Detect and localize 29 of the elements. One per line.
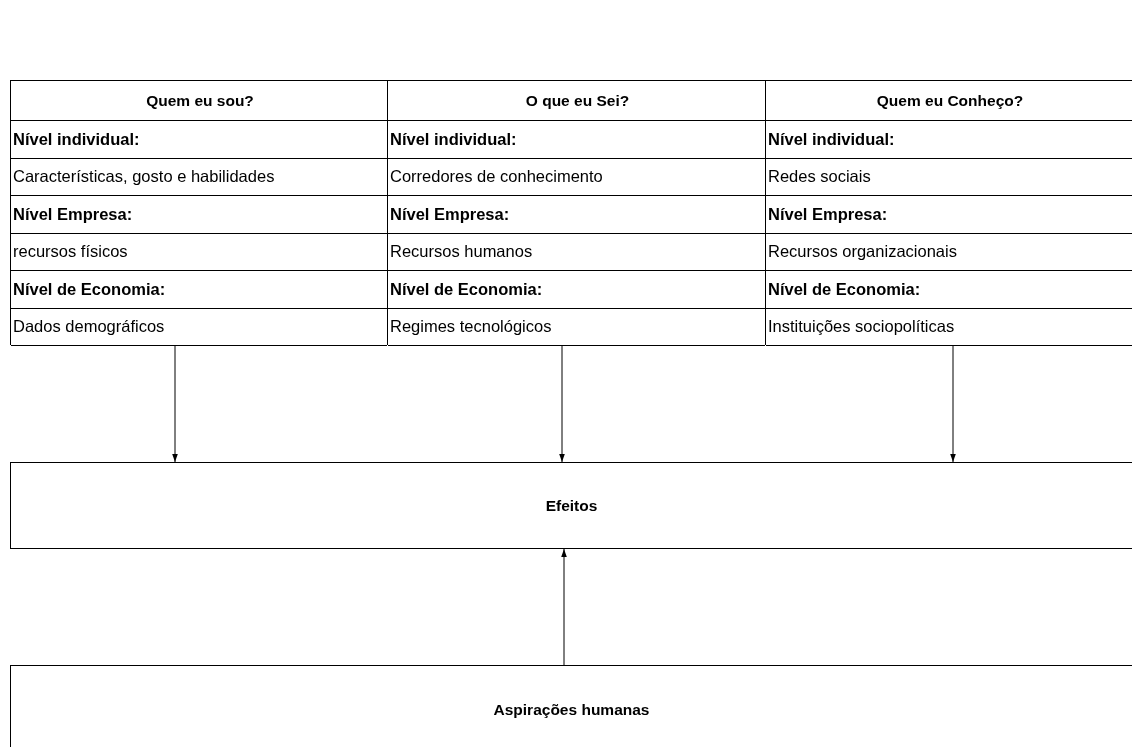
table-cell: Instituições sociopolíticas	[766, 308, 1132, 346]
level-heading: Nível Empresa:	[11, 196, 387, 234]
arrow	[950, 344, 956, 463]
table-cell: Regimes tecnológicos	[388, 308, 765, 346]
table-cell: Dados demográficos	[11, 308, 387, 346]
table-cell: Características, gosto e habilidades	[11, 158, 387, 196]
box-label: Aspirações humanas	[493, 701, 650, 719]
level-heading: Nível individual:	[388, 121, 765, 159]
level-heading: Nível Empresa:	[388, 196, 765, 234]
level-heading: Nível de Economia:	[388, 271, 765, 309]
table-cell: Redes sociais	[766, 158, 1132, 196]
table-cell: recursos físicos	[11, 233, 387, 271]
level-heading: Nível Empresa:	[766, 196, 1132, 234]
column-header: O que eu Sei?	[388, 80, 765, 121]
column-header: Quem eu Conheço?	[766, 80, 1132, 121]
box-label: Efeitos	[545, 496, 598, 515]
arrow	[559, 344, 565, 463]
level-heading: Nível de Economia:	[11, 271, 387, 309]
table-cell: Recursos organizacionais	[766, 233, 1132, 271]
arrow	[172, 344, 178, 463]
column-header: Quem eu sou?	[11, 80, 387, 121]
table-cell: Corredores de conhecimento	[388, 158, 765, 196]
aspiration-box	[10, 665, 1132, 747]
level-heading: Nível de Economia:	[766, 271, 1132, 309]
level-heading: Nível individual:	[766, 121, 1132, 159]
arrow	[561, 548, 567, 666]
table-cell: Recursos humanos	[388, 233, 765, 271]
effect-box	[10, 462, 1132, 549]
level-heading: Nível individual:	[11, 121, 387, 159]
